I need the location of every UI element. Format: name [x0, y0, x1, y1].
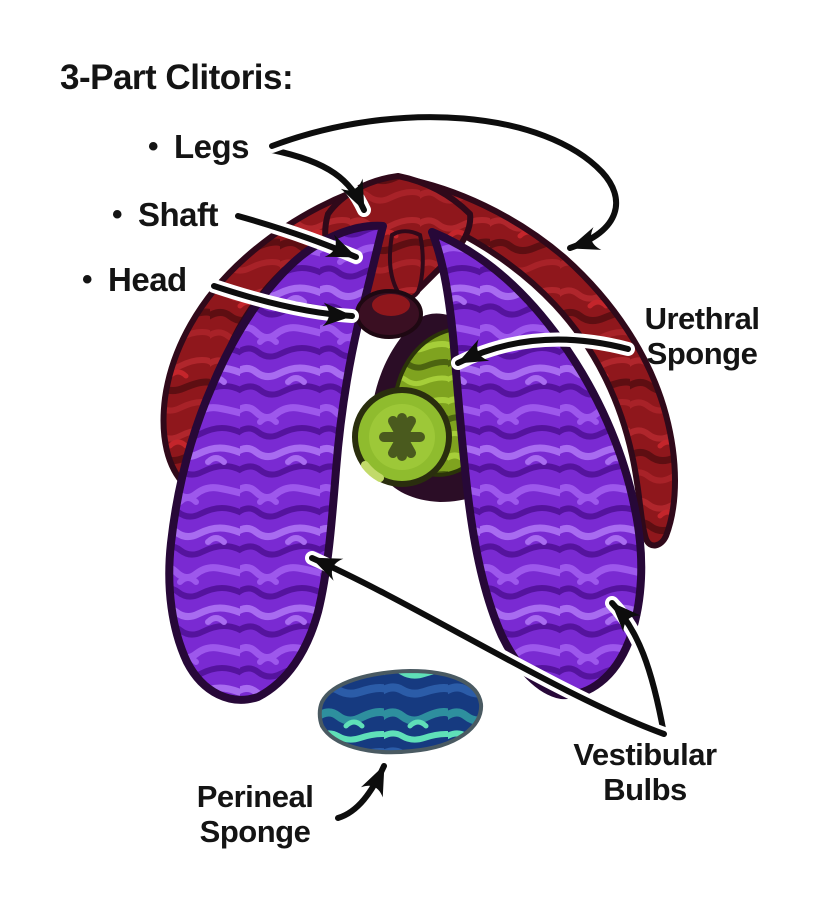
bullet-icon: • — [148, 130, 159, 163]
label-urethral-sponge: Urethral Sponge — [644, 301, 760, 372]
bullet-item-head: • Head — [82, 261, 187, 299]
arrow-shaft — [235, 213, 359, 260]
label-perineal-sponge: Perineal Sponge — [196, 779, 314, 850]
arrow-legs-right — [269, 114, 619, 251]
arrow-vestibular-right — [609, 600, 667, 737]
urethra-opening-icon — [379, 413, 425, 461]
arrow-vestibular-left — [309, 555, 667, 737]
arrow-head — [211, 283, 355, 327]
left-vestibular-bulb — [165, 221, 387, 704]
bullet-icon: • — [112, 198, 123, 231]
bullet-item-shaft: • Shaft — [112, 196, 219, 234]
bullet-label-shaft: Shaft — [138, 196, 219, 233]
arrow-perineal-sponge — [335, 763, 387, 821]
bullet-icon: • — [82, 263, 93, 296]
bullet-label-legs: Legs — [174, 128, 250, 165]
diagram-title: 3-Part Clitoris: — [60, 58, 294, 97]
bullet-label-head: Head — [108, 261, 187, 298]
perineal-sponge-shape — [317, 668, 484, 755]
annotation-arrows — [207, 110, 671, 825]
clitoris-shaft-shape — [388, 229, 425, 300]
arrow-urethral-sponge — [455, 336, 631, 366]
arrow-legs-left — [269, 147, 367, 213]
clitoris-head-shape — [355, 289, 423, 339]
label-vestibular-bulbs: Vestibular Bulbs — [573, 737, 717, 808]
bullet-item-legs: • Legs — [148, 128, 250, 166]
urethral-sponge-face — [352, 387, 452, 487]
